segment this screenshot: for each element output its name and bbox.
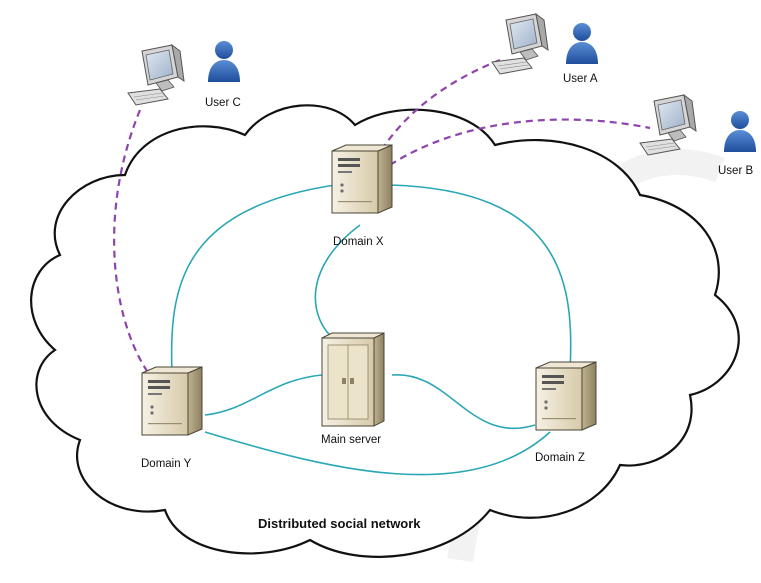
link-y-main [204,374,323,416]
main-server-rack [321,332,385,427]
label-user-b: User B [718,165,753,177]
link-x-y [170,184,336,379]
server-domain-y [141,366,203,436]
person-user-c-icon [208,41,240,82]
link-user-c [113,109,153,379]
link-main-z [391,374,536,430]
server-domain-x [331,144,393,214]
label-user-c: User C [205,97,241,109]
label-main-server: Main server [321,434,381,446]
person-user-a-icon [566,23,598,64]
link-user-b [389,118,651,166]
label-domain-y: Domain Y [141,458,192,470]
person-user-b-icon [724,111,756,152]
cloud-outline [30,104,740,558]
server-links [170,184,572,476]
link-user-a [374,58,501,161]
workstation-user-a [491,13,549,75]
link-x-z [389,184,572,371]
server-domain-z [535,361,597,431]
user-links [113,58,651,379]
link-y-z [204,431,551,476]
diagram-title: Distributed social network [258,516,421,531]
label-user-a: User A [563,73,598,85]
label-domain-z: Domain Z [535,452,585,464]
label-domain-x: Domain X [333,236,384,248]
link-x-main [314,224,361,341]
workstation-user-c [127,44,185,106]
workstation-user-b [639,94,697,156]
